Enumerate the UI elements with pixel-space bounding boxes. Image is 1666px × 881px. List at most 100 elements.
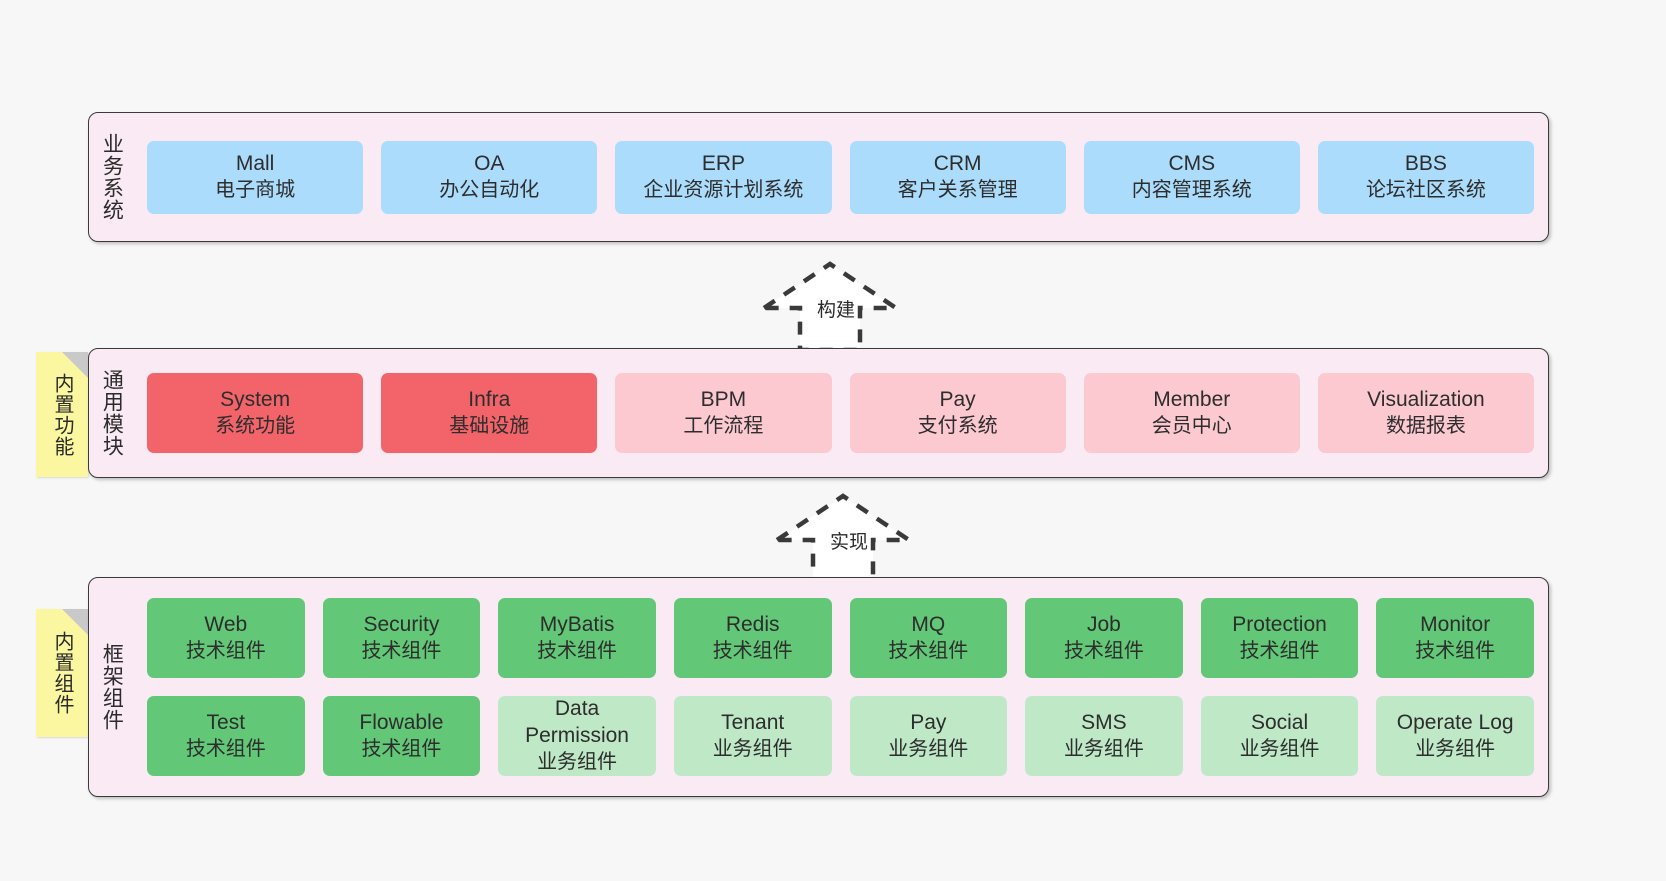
card-pay-component[interactable]: Pay 业务组件	[849, 696, 1008, 776]
card-visualization-title: Visualization	[1367, 387, 1485, 411]
card-infra-title: Infra	[468, 387, 511, 411]
card-mq-title: MQ	[911, 612, 946, 636]
layer-framework-component: 框架组件 Web 技术组件 Security 技术组件 MyBatis 技术组件…	[88, 577, 1549, 797]
card-bbs[interactable]: BBS 论坛社区系统	[1317, 140, 1535, 214]
card-pay-component-title: Pay	[910, 710, 947, 734]
card-flowable-subtitle: 技术组件	[361, 737, 442, 760]
card-infra-subtitle: 基础设施	[449, 414, 530, 437]
note-built-in-components: 内置组件	[36, 609, 88, 737]
card-operate-log[interactable]: Operate Log 业务组件	[1376, 696, 1534, 776]
card-erp[interactable]: ERP 企业资源计划系统	[615, 140, 832, 214]
business-system-row: Mall 电子商城 OA 办公自动化 ERP 企业资源计划系统 CRM 客户关系…	[147, 140, 1535, 214]
card-oa-subtitle: 办公自动化	[439, 178, 540, 201]
card-flowable[interactable]: Flowable 技术组件	[322, 696, 481, 776]
card-test-title: Test	[206, 710, 246, 734]
card-mybatis[interactable]: MyBatis 技术组件	[498, 598, 656, 678]
card-mq-subtitle: 技术组件	[888, 639, 969, 662]
card-redis-subtitle: 技术组件	[712, 639, 793, 662]
card-test-subtitle: 技术组件	[185, 737, 266, 760]
layer-common-module: 通用模块 System 系统功能 Infra 基础设施 BPM 工作流程 Pay…	[88, 348, 1549, 478]
layer-title-framework-component: 框架组件	[100, 643, 124, 731]
card-redis[interactable]: Redis 技术组件	[673, 598, 832, 678]
framework-tech-row: Web 技术组件 Security 技术组件 MyBatis 技术组件 Redi…	[147, 598, 1534, 678]
card-redis-title: Redis	[725, 612, 780, 636]
card-crm[interactable]: CRM 客户关系管理	[849, 140, 1066, 214]
card-sms-subtitle: 业务组件	[1063, 737, 1144, 760]
card-system-subtitle: 系统功能	[215, 414, 296, 437]
card-member[interactable]: Member 会员中心	[1083, 373, 1300, 453]
build-arrow-label: 构建	[817, 300, 856, 321]
card-member-subtitle: 会员中心	[1151, 414, 1232, 437]
card-data-permission-title: Data Permission	[525, 697, 629, 748]
card-tenant[interactable]: Tenant 业务组件	[673, 696, 832, 776]
card-data-permission[interactable]: Data Permission 业务组件	[498, 696, 656, 776]
card-mq[interactable]: MQ 技术组件	[849, 598, 1008, 678]
implement-arrow: 实现	[768, 490, 918, 585]
card-sms[interactable]: SMS 业务组件	[1025, 696, 1183, 776]
layer-body-common-module: System 系统功能 Infra 基础设施 BPM 工作流程 Pay 支付系统…	[133, 349, 1548, 477]
card-oa[interactable]: OA 办公自动化	[381, 140, 598, 214]
card-test[interactable]: Test 技术组件	[147, 696, 305, 776]
card-social-title: Social	[1250, 710, 1309, 734]
note-built-in-functions: 内置功能	[36, 352, 88, 477]
card-mall-title: Mall	[235, 151, 275, 175]
card-mybatis-title: MyBatis	[539, 612, 615, 636]
card-pay-component-subtitle: 业务组件	[888, 737, 969, 760]
card-social-subtitle: 业务组件	[1239, 737, 1320, 760]
card-sms-title: SMS	[1081, 710, 1127, 734]
card-operate-log-subtitle: 业务组件	[1415, 737, 1496, 760]
card-pay-module[interactable]: Pay 支付系统	[849, 373, 1066, 453]
card-security-title: Security	[363, 612, 440, 636]
card-job-subtitle: 技术组件	[1063, 639, 1144, 662]
card-bbs-subtitle: 论坛社区系统	[1365, 178, 1486, 201]
card-bbs-title: BBS	[1404, 151, 1447, 175]
card-system[interactable]: System 系统功能	[147, 373, 364, 453]
layer-body-framework-component: Web 技术组件 Security 技术组件 MyBatis 技术组件 Redi…	[133, 578, 1548, 796]
card-protection[interactable]: Protection 技术组件	[1200, 598, 1359, 678]
card-tenant-title: Tenant	[721, 710, 785, 734]
card-monitor-title: Monitor	[1420, 612, 1491, 636]
card-visualization[interactable]: Visualization 数据报表	[1317, 373, 1535, 453]
card-web-subtitle: 技术组件	[185, 639, 266, 662]
build-arrow: 构建	[755, 258, 905, 353]
framework-biz-row: Test 技术组件 Flowable 技术组件 Data Permission …	[147, 696, 1534, 776]
card-pay-module-title: Pay	[939, 387, 976, 411]
card-crm-title: CRM	[933, 151, 982, 175]
card-oa-title: OA	[474, 151, 505, 175]
card-protection-subtitle: 技术组件	[1239, 639, 1320, 662]
layer-title-common-module: 通用模块	[100, 369, 124, 457]
card-web-title: Web	[204, 612, 248, 636]
card-infra[interactable]: Infra 基础设施	[381, 373, 598, 453]
card-erp-subtitle: 企业资源计划系统	[643, 178, 804, 201]
card-member-title: Member	[1153, 387, 1231, 411]
layer-body-business-system: Mall 电子商城 OA 办公自动化 ERP 企业资源计划系统 CRM 客户关系…	[133, 113, 1548, 241]
card-bpm-title: BPM	[700, 387, 747, 411]
card-job-title: Job	[1087, 612, 1121, 636]
card-job[interactable]: Job 技术组件	[1025, 598, 1183, 678]
card-mall[interactable]: Mall 电子商城	[147, 140, 364, 214]
card-operate-log-title: Operate Log	[1396, 710, 1514, 734]
card-monitor-subtitle: 技术组件	[1415, 639, 1496, 662]
card-cms-title: CMS	[1168, 151, 1216, 175]
card-security-subtitle: 技术组件	[361, 639, 442, 662]
card-social[interactable]: Social 业务组件	[1200, 696, 1359, 776]
card-erp-title: ERP	[701, 151, 746, 175]
card-pay-module-subtitle: 支付系统	[917, 414, 998, 437]
card-cms-subtitle: 内容管理系统	[1131, 178, 1252, 201]
card-mybatis-subtitle: 技术组件	[537, 639, 618, 662]
card-visualization-subtitle: 数据报表	[1385, 414, 1466, 437]
note-built-in-functions-label: 内置功能	[51, 372, 73, 457]
card-bpm[interactable]: BPM 工作流程	[615, 373, 832, 453]
card-system-title: System	[220, 387, 291, 411]
common-module-row: System 系统功能 Infra 基础设施 BPM 工作流程 Pay 支付系统…	[147, 373, 1535, 453]
card-mall-subtitle: 电子商城	[215, 178, 296, 201]
card-tenant-subtitle: 业务组件	[712, 737, 793, 760]
card-security[interactable]: Security 技术组件	[322, 598, 481, 678]
card-cms[interactable]: CMS 内容管理系统	[1083, 140, 1300, 214]
card-monitor[interactable]: Monitor 技术组件	[1376, 598, 1534, 678]
card-crm-subtitle: 客户关系管理	[897, 178, 1018, 201]
card-data-permission-subtitle: 业务组件	[537, 751, 618, 774]
card-web[interactable]: Web 技术组件	[147, 598, 305, 678]
card-bpm-subtitle: 工作流程	[683, 414, 764, 437]
